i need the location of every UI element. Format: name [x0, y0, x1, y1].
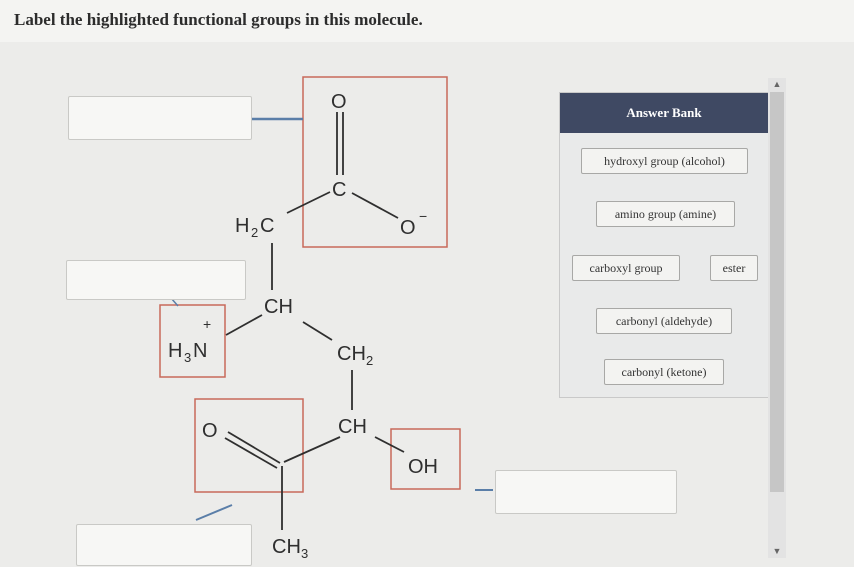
- scrollbar[interactable]: ▲ ▼: [768, 78, 786, 558]
- scroll-up-arrow-icon[interactable]: ▲: [772, 79, 782, 89]
- scroll-down-arrow-icon[interactable]: ▼: [772, 546, 782, 556]
- highlight-box-ketone[interactable]: [194, 398, 304, 493]
- atom-ch3-subscript: 3: [301, 546, 308, 561]
- atom-h2c-c: C: [260, 215, 274, 237]
- atom-h3n-h: H: [168, 340, 182, 362]
- atom-ch-upper: CH: [264, 296, 293, 318]
- bond-ch-ch2: [302, 321, 333, 341]
- bond-ch-nh3: [225, 314, 263, 336]
- answer-chip-carbonyl-aldehyde[interactable]: carbonyl (aldehyde): [596, 308, 732, 334]
- atom-oh: OH: [408, 456, 438, 478]
- answer-bank-title: Answer Bank: [560, 93, 768, 133]
- bond-ch-c: [283, 436, 341, 463]
- highlight-box-carboxyl[interactable]: [302, 76, 448, 248]
- atom-ch-lower: CH: [338, 416, 367, 438]
- answer-chip-hydroxyl-group[interactable]: hydroxyl group (alcohol): [581, 148, 748, 174]
- bond-co-ketone-1: [227, 431, 281, 464]
- answer-chip-carboxyl-group[interactable]: carboxyl group: [572, 255, 680, 281]
- atom-h3n-charge: +: [203, 316, 211, 332]
- bond-h2c-c: [286, 191, 331, 214]
- atom-ch3: CH: [272, 536, 301, 558]
- question-text: Label the highlighted functional groups …: [14, 10, 423, 29]
- atom-oxide-charge: −: [419, 208, 427, 224]
- atom-ch2-subscript: 2: [366, 353, 373, 368]
- question-header: Label the highlighted functional groups …: [0, 0, 854, 42]
- highlight-box-hydroxyl[interactable]: [390, 428, 461, 490]
- drop-target-amino[interactable]: [66, 260, 246, 300]
- atom-h2c-subscript: 2: [251, 225, 258, 240]
- bond-co-ketone-2: [224, 437, 278, 469]
- atom-ketone-o: O: [202, 420, 218, 442]
- atom-carbonyl-o: O: [331, 91, 347, 113]
- answer-chip-carbonyl-ketone[interactable]: carbonyl (ketone): [604, 359, 724, 385]
- drop-target-ketone[interactable]: [76, 524, 252, 566]
- drop-target-carboxyl[interactable]: [68, 96, 252, 140]
- connector-line-ketone: [195, 504, 233, 521]
- answer-chip-ester[interactable]: ester: [710, 255, 758, 281]
- answer-bank: Answer Bank hydroxyl group (alcohol) ami…: [559, 92, 769, 398]
- atom-oxide-o: O: [400, 217, 416, 239]
- atom-carboxyl-c: C: [332, 179, 346, 201]
- atom-h3n-n: N: [193, 340, 207, 362]
- bond-c-oxide: [351, 192, 399, 219]
- drop-target-hydroxyl[interactable]: [495, 470, 677, 514]
- bond-ch-oh: [374, 436, 405, 453]
- atom-ch2: CH: [337, 343, 366, 365]
- scrollbar-thumb[interactable]: [770, 92, 784, 492]
- atom-h3n-subscript: 3: [184, 350, 191, 365]
- answer-chip-amino-group[interactable]: amino group (amine): [596, 201, 735, 227]
- atom-h2c-h: H: [235, 215, 249, 237]
- highlight-box-amino[interactable]: [159, 304, 226, 378]
